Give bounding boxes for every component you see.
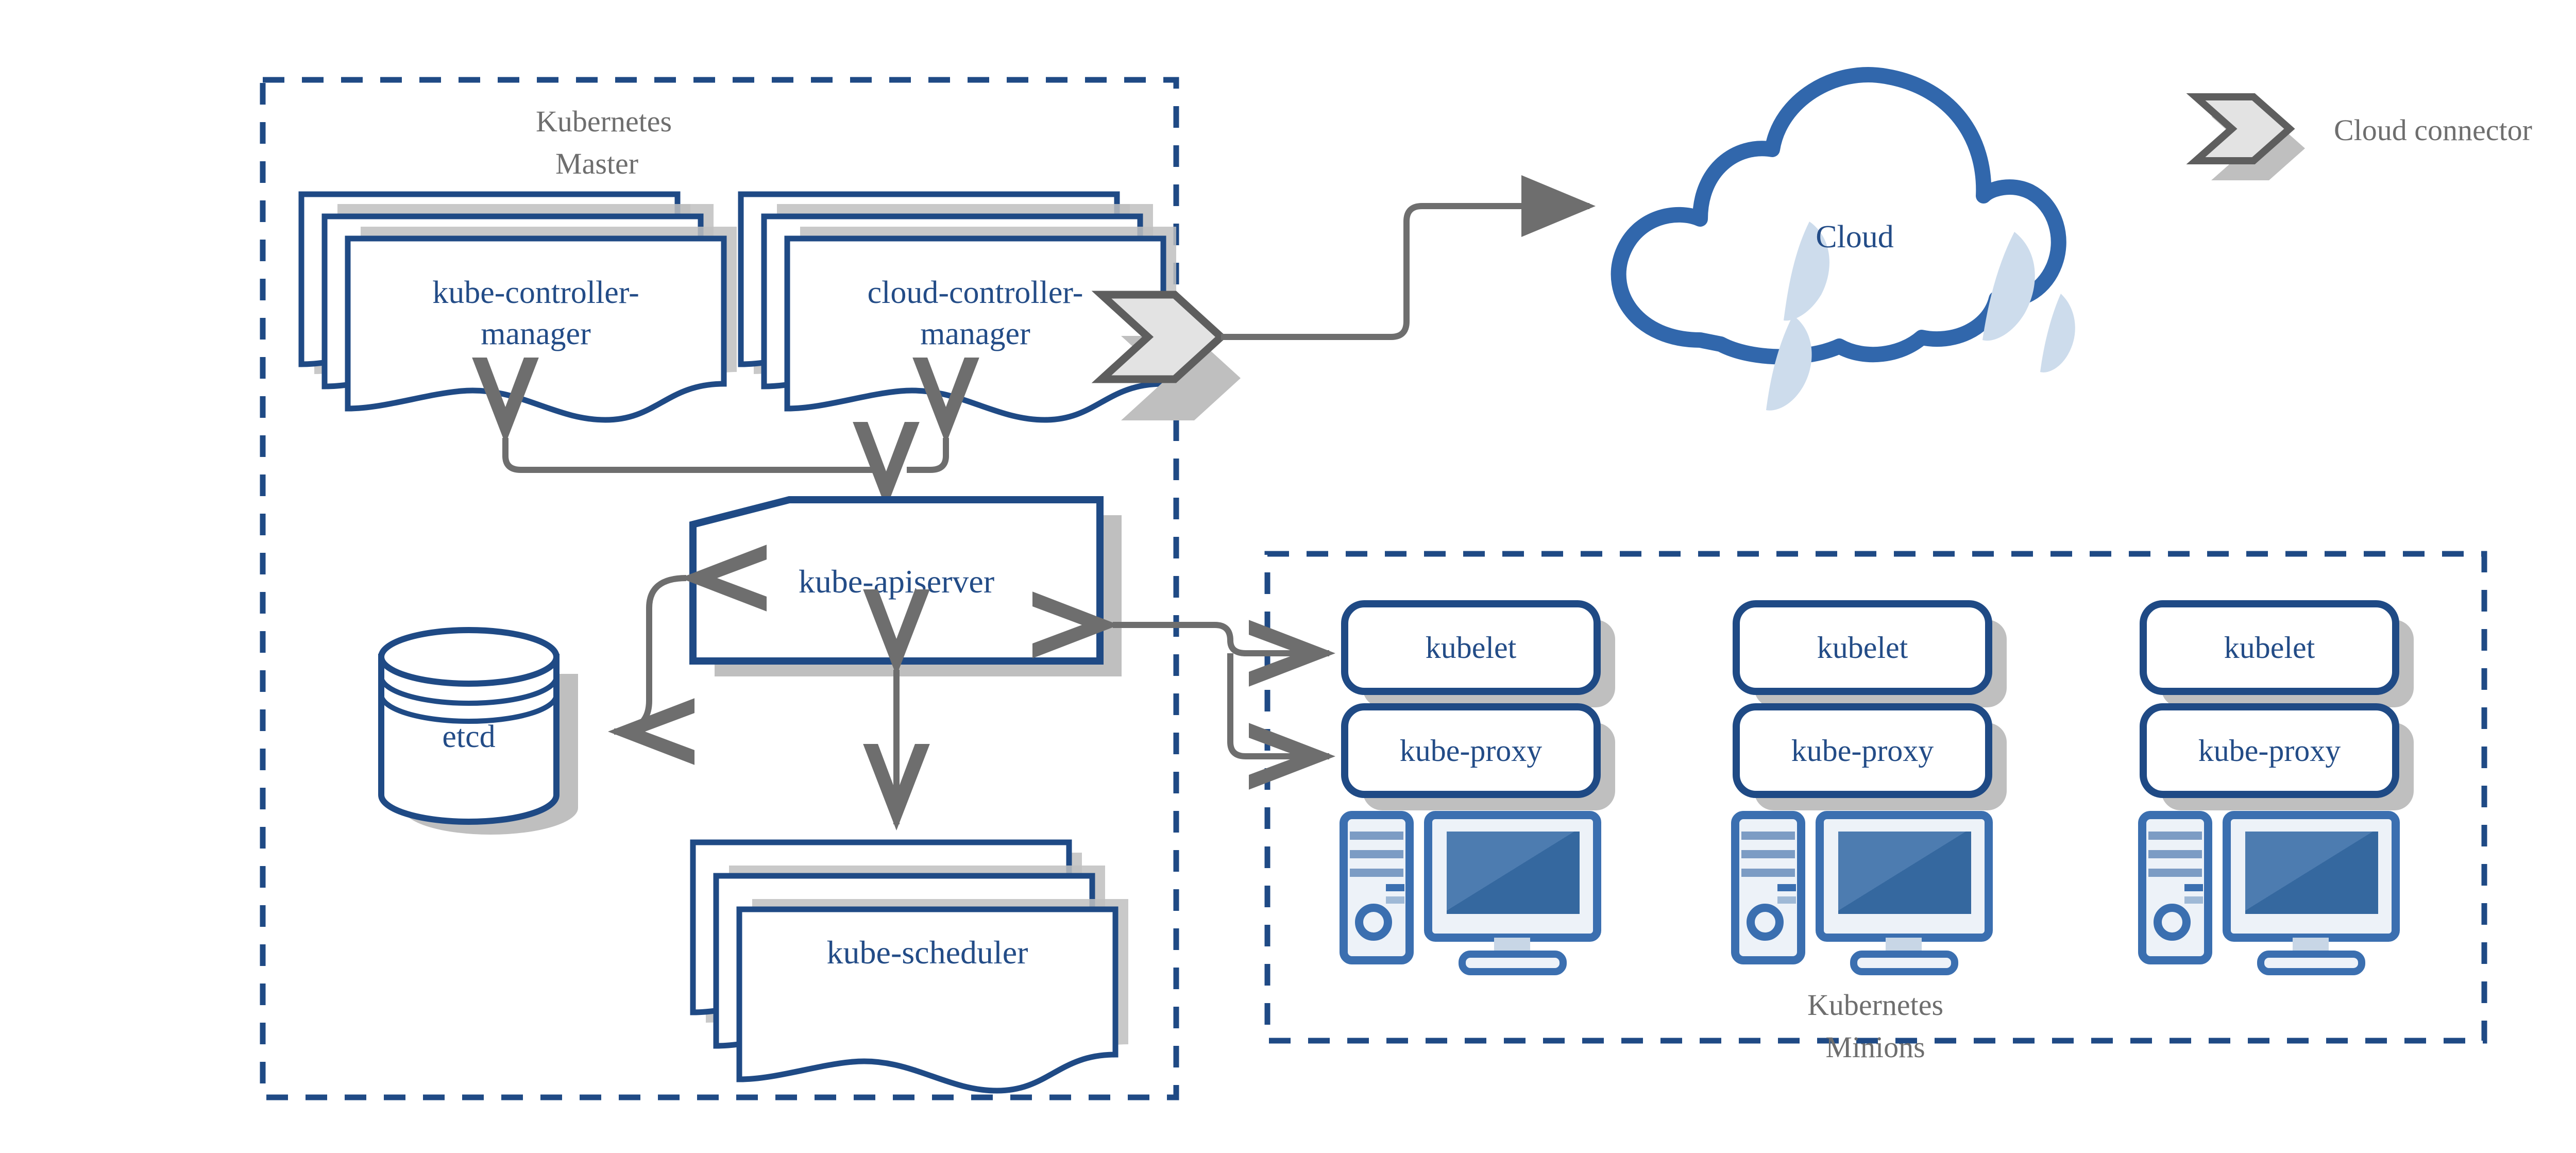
kubelet-label-1: kubelet (1426, 631, 1517, 665)
master-dashed-border (260, 77, 1179, 1100)
kube-controller-manager-label-line1: kube-controller- (432, 275, 639, 310)
cloud-accent-2 (1766, 315, 1812, 411)
kubelet-label-3: kubelet (2224, 631, 2315, 665)
kube-scheduler-node[interactable]: kube-scheduler (693, 842, 1128, 1091)
minions-group-label: Kubernetes Minions (1807, 988, 1943, 1064)
kube-proxy-label-2: kube-proxy (1791, 734, 1934, 768)
connector-controllers-to-apiserver (472, 358, 979, 508)
cloud-connector-chevron-icon (1091, 291, 1241, 420)
cloud-node[interactable]: Cloud (1611, 67, 2075, 411)
cloud-label: Cloud (1816, 219, 1894, 255)
etcd-ring-1 (379, 676, 559, 706)
desktop-computer-icon-3 (2138, 811, 2400, 975)
etcd-cylinder-top (378, 627, 560, 687)
master-group-label-line1: Kubernetes (536, 105, 672, 138)
kubelet-box-1[interactable] (1341, 600, 1601, 695)
minions-group-label-line2: Minions (1825, 1030, 1925, 1064)
connector-apiserver-to-minions (1032, 591, 1335, 790)
cloud-controller-manager-label-line2: manager (920, 316, 1030, 351)
kube-apiserver-label: kube-apiserver (799, 563, 994, 600)
cloud-accent-1 (1784, 222, 1829, 321)
cloud-accent-4 (2040, 294, 2075, 372)
kube-proxy-box-3[interactable] (2140, 703, 2399, 798)
legend: Cloud connector (2186, 93, 2532, 180)
etcd-node[interactable]: etcd (378, 627, 578, 835)
cloud-outline (1611, 67, 2066, 365)
minions-group-label-line1: Kubernetes (1807, 988, 1943, 1022)
kube-controller-manager-label-line2: manager (481, 316, 591, 351)
legend-label: Cloud connector (2334, 113, 2532, 147)
connector-ccm-to-cloud (1221, 175, 1596, 340)
etcd-ring-2 (379, 694, 559, 724)
kubelet-box-2[interactable] (1733, 600, 1992, 695)
kube-proxy-label-1: kube-proxy (1400, 734, 1543, 768)
kube-proxy-box-1[interactable] (1341, 703, 1601, 798)
connector-apiserver-to-etcd (608, 545, 767, 765)
master-group-label-line2: Master (555, 147, 638, 180)
minion-node-1[interactable]: kubelet kube-proxy (1340, 600, 1615, 975)
kube-proxy-label-3: kube-proxy (2198, 734, 2341, 768)
cloud-accent-3 (1982, 232, 2035, 341)
desktop-computer-icon-1 (1340, 811, 1601, 975)
minion-node-2[interactable]: kubelet kube-proxy (1731, 600, 2007, 975)
desktop-computer-icon-2 (1731, 811, 1993, 975)
kube-controller-manager-node[interactable]: kube-controller- manager (301, 194, 737, 420)
kubelet-label-2: kubelet (1817, 631, 1908, 665)
minion-node-3[interactable]: kubelet kube-proxy (2138, 600, 2414, 975)
kube-scheduler-label: kube-scheduler (827, 934, 1028, 971)
kube-proxy-box-2[interactable] (1733, 703, 1992, 798)
cloud-controller-manager-label-line1: cloud-controller- (868, 275, 1083, 310)
kube-apiserver-node[interactable]: kube-apiserver (689, 496, 1122, 676)
kubernetes-master-group: Kubernetes Master (260, 77, 1179, 1100)
kubernetes-minions-group (1264, 551, 2487, 1044)
etcd-label: etcd (442, 719, 495, 754)
minions-dashed-border (1264, 551, 2487, 1044)
legend-chevron-icon (2186, 93, 2295, 164)
kubelet-box-3[interactable] (2140, 600, 2399, 695)
